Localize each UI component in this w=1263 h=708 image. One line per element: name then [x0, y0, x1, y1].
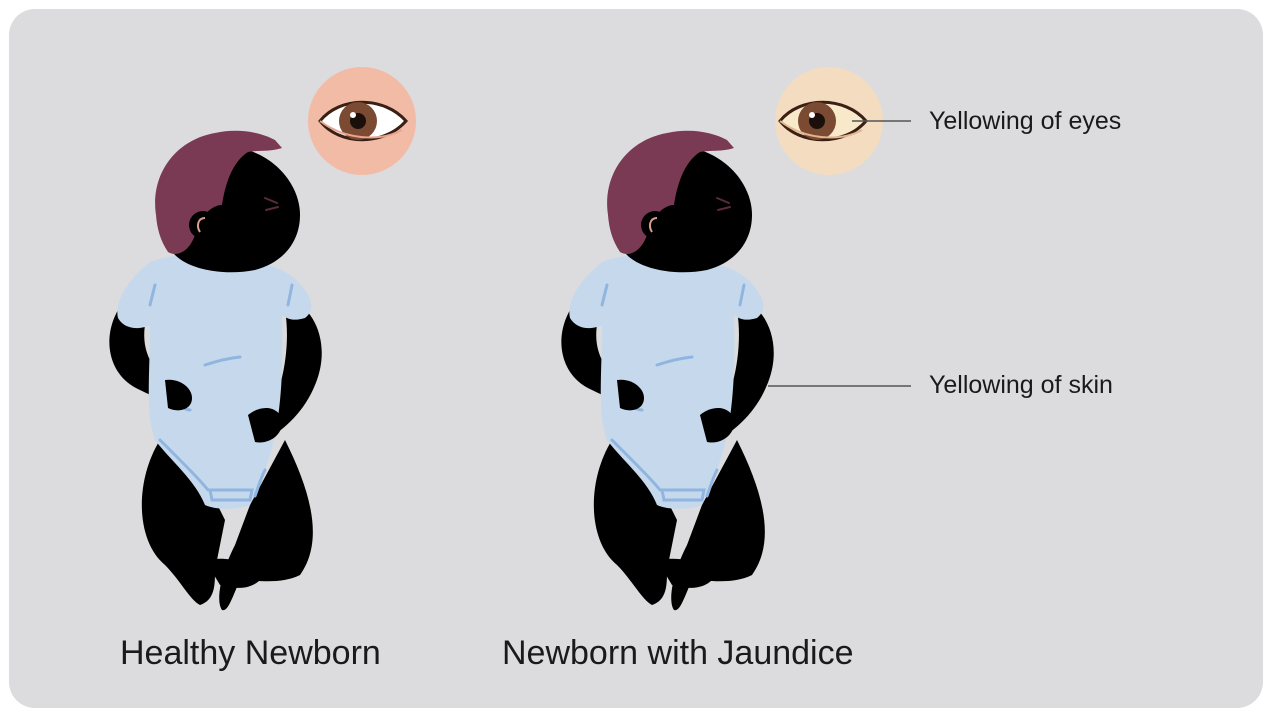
jaundice-newborn-label: Newborn with Jaundice: [502, 636, 854, 670]
yellowing-skin-label: Yellowing of skin: [929, 373, 1113, 398]
baby-jaundice-icon: [561, 131, 773, 610]
baby-healthy-icon: [109, 131, 321, 610]
healthy-newborn-label: Healthy Newborn: [120, 636, 381, 670]
yellowing-eyes-label: Yellowing of eyes: [929, 109, 1121, 134]
eye-healthy-icon: [308, 67, 416, 175]
